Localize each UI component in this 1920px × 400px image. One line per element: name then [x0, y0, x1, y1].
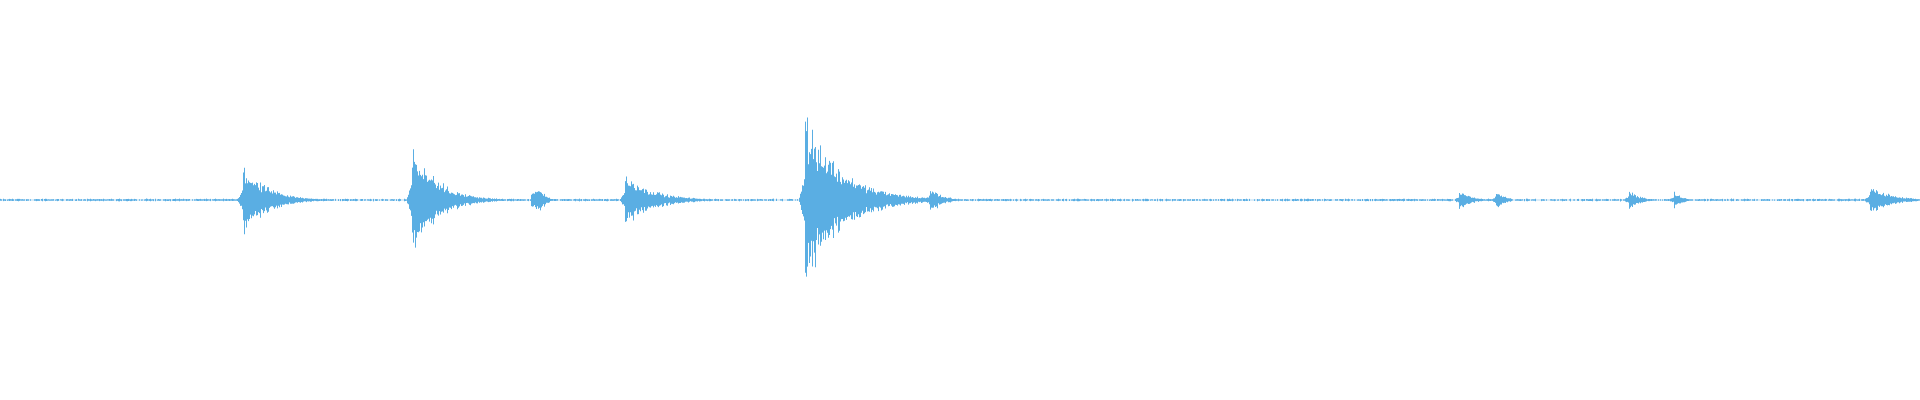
- waveform-samples: [0, 117, 1920, 277]
- waveform-path: [0, 117, 1920, 277]
